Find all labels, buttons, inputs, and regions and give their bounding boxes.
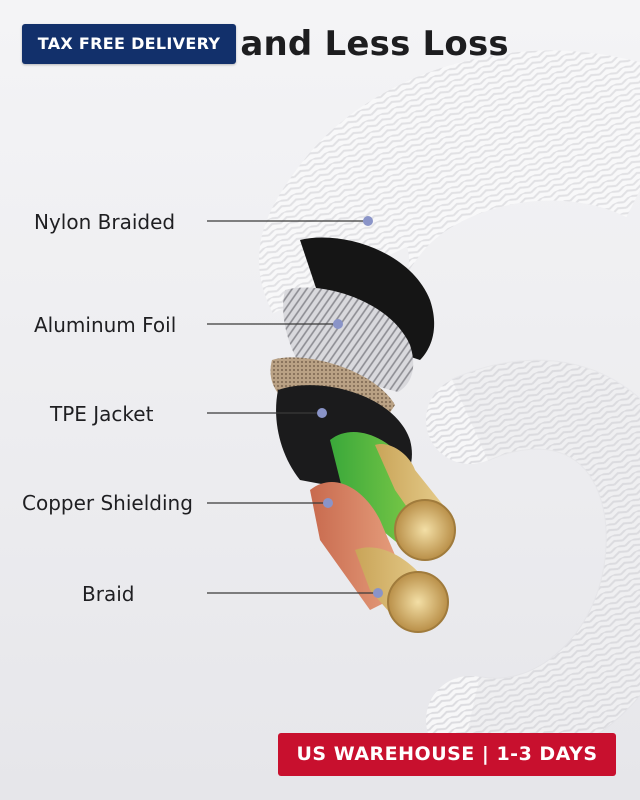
label-nylon-braided: Nylon Braided (34, 210, 176, 234)
callout-dot (333, 319, 343, 329)
tax-free-delivery-badge: TAX FREE DELIVERY (22, 24, 236, 64)
us-warehouse-badge: US WAREHOUSE | 1-3 DAYS (278, 733, 616, 776)
callout-dot (373, 588, 383, 598)
label-braid: Braid (82, 582, 135, 606)
callout-lines (207, 216, 383, 598)
label-aluminum-foil: Aluminum Foil (34, 313, 177, 337)
callout-dot (363, 216, 373, 226)
label-tpe-jacket: TPE Jacket (50, 402, 154, 426)
label-copper-shielding: Copper Shielding (22, 491, 193, 515)
conductor-ends (387, 499, 456, 633)
callout-dot (323, 498, 333, 508)
callout-dot (317, 408, 327, 418)
cable-coil-back (426, 359, 640, 768)
